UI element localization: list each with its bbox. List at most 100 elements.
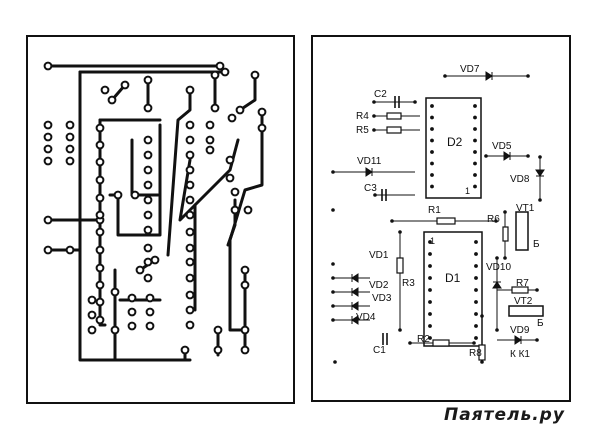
solder-pad <box>185 180 195 190</box>
solder-pad <box>127 307 137 317</box>
ic-d2-pin <box>473 184 477 189</box>
ic-d1-pin <box>428 252 432 256</box>
ic-d2-pin <box>430 184 434 189</box>
label-vd1: VD1 <box>369 250 389 261</box>
solder-pad <box>213 325 223 335</box>
solder-pad <box>210 70 220 80</box>
lead-hole <box>372 128 376 132</box>
label-vt1-base: Б <box>533 239 540 250</box>
component-side-panel: VD7 C2 R4 R5 D2 VD5 VD11 VD8 1 C3 R1 R6 … <box>311 35 571 402</box>
ic-d1-pin <box>474 300 478 304</box>
trace-panel-frame <box>26 35 295 404</box>
solder-pad <box>43 245 53 255</box>
lead-hole <box>480 314 484 318</box>
ic-d1-pin <box>428 264 432 268</box>
label-vt1: VT1 <box>516 203 535 214</box>
solder-pad <box>185 165 195 175</box>
solder-pad <box>235 105 245 115</box>
solder-pad <box>130 190 140 200</box>
lead-hole <box>408 341 412 345</box>
ic-d1-pin <box>428 300 432 304</box>
lead-hole <box>372 100 376 104</box>
solder-pad <box>230 187 240 197</box>
solder-pad <box>213 345 223 355</box>
solder-pad <box>185 227 195 237</box>
solder-pad <box>110 287 120 297</box>
lead-hole <box>538 198 542 202</box>
solder-pad <box>143 273 153 283</box>
solder-pad <box>185 257 195 267</box>
solder-pad <box>65 144 75 154</box>
solder-pad <box>110 325 120 335</box>
component-labels: VD7 C2 R4 R5 D2 VD5 VD11 VD8 1 C3 R1 R6 … <box>356 64 544 360</box>
solder-pad <box>210 103 220 113</box>
solder-pad <box>225 155 235 165</box>
ic-d1-pin <box>428 240 432 244</box>
solder-pad <box>243 205 253 215</box>
solder-pad <box>143 135 153 145</box>
solder-pad <box>95 245 105 255</box>
solder-pad <box>205 120 215 130</box>
ic-d1-pin <box>474 336 478 340</box>
lead-hole <box>331 208 335 212</box>
label-vd7: VD7 <box>460 64 480 75</box>
ic-d1-pin <box>474 312 478 316</box>
lead-hole <box>495 328 499 332</box>
lead-hole <box>331 318 335 322</box>
ic-d2-pin <box>473 127 477 131</box>
solder-pad <box>87 325 97 335</box>
lead-hole <box>484 154 488 158</box>
ic-d2-pin <box>430 104 434 108</box>
solder-pad <box>185 243 195 253</box>
solder-pad <box>95 315 105 325</box>
ic-d1-outline <box>423 231 483 347</box>
solder-pad <box>65 245 75 255</box>
solder-pad <box>143 257 153 267</box>
solder-pad <box>43 156 53 166</box>
solder-pad <box>185 85 195 95</box>
label-r5: R5 <box>356 125 369 136</box>
lead-hole <box>526 74 530 78</box>
solder-pad <box>143 195 153 205</box>
ic-d2-pin <box>473 173 477 177</box>
solder-pad <box>240 325 250 335</box>
solder-pad <box>185 320 195 330</box>
label-vt2-base: Б <box>537 318 544 329</box>
solder-pad <box>215 61 225 71</box>
lead-hole <box>373 193 377 197</box>
ic-d2-pin <box>430 150 434 154</box>
solder-pad <box>185 120 195 130</box>
ic-d1-pin <box>428 288 432 292</box>
lead-hole <box>331 290 335 294</box>
label-d1: D1 <box>445 271 461 285</box>
label-r8: R8 <box>469 348 482 359</box>
solder-pad <box>100 85 110 95</box>
lead-hole <box>480 360 484 364</box>
ic-d1-pin <box>428 276 432 280</box>
label-r1: R1 <box>428 205 441 216</box>
solder-pad <box>95 193 105 203</box>
solder-pad <box>205 145 215 155</box>
ic-d2-outline <box>425 97 482 199</box>
transistor-outlines <box>508 211 544 317</box>
lead-hole <box>331 262 335 266</box>
solder-pad <box>43 120 53 130</box>
ic-d1-pin <box>428 324 432 328</box>
solder-pad <box>185 305 195 315</box>
lead-hole <box>398 230 402 234</box>
solder-pad <box>43 132 53 142</box>
lead-hole <box>495 256 499 260</box>
lead-hole <box>538 155 542 159</box>
label-r3: R3 <box>402 278 415 289</box>
solder-pad <box>43 61 53 71</box>
lead-hole <box>526 154 530 158</box>
ic-d2-pin <box>473 150 477 154</box>
solder-pad <box>145 293 155 303</box>
solder-pad <box>143 165 153 175</box>
ic-d1-pin <box>474 324 478 328</box>
solder-pad <box>143 150 153 160</box>
lead-hole <box>413 100 417 104</box>
solder-pad <box>95 175 105 185</box>
solder-pad <box>185 135 195 145</box>
solder-pad <box>135 265 145 275</box>
